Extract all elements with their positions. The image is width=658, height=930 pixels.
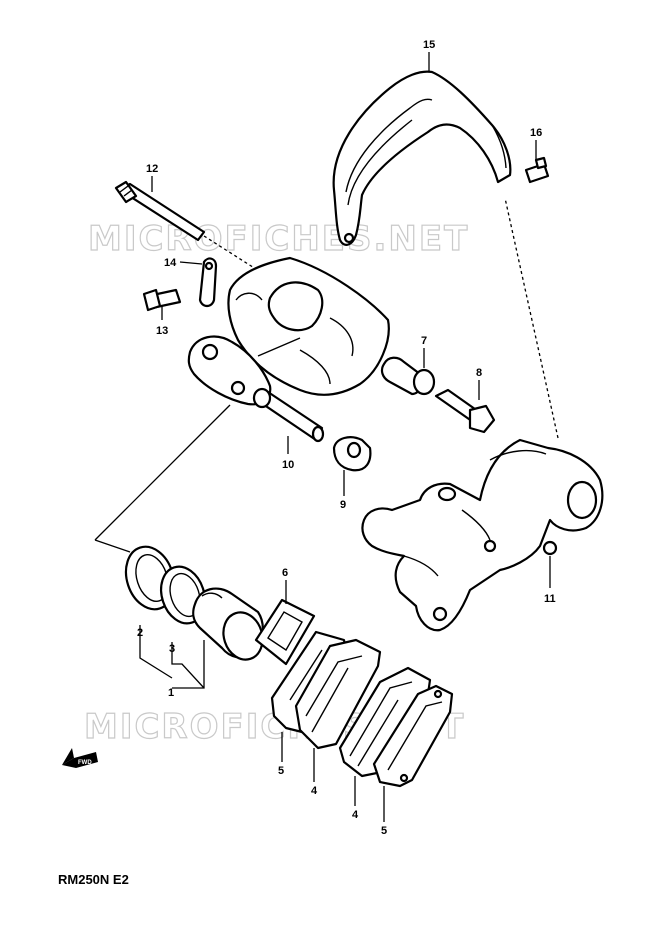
callout-13: 13	[156, 325, 168, 337]
callout-11: 11	[544, 593, 556, 605]
callout-16: 16	[530, 127, 542, 139]
callout-14: 14	[164, 257, 177, 269]
callout-5-right: 5	[381, 825, 387, 837]
bolt-part-16[interactable]	[524, 156, 550, 184]
bleeder-valve-part-13[interactable]	[142, 288, 182, 312]
caliper-guard-part-15[interactable]	[332, 70, 512, 246]
leader-lines	[94, 52, 551, 822]
callout-4-right: 4	[352, 809, 359, 821]
caliper-bracket-part-11[interactable]	[361, 438, 604, 632]
watermark-top: MICROFICHES.NET	[88, 219, 469, 259]
model-code: RM250N E2	[58, 872, 129, 887]
forward-label: FWD	[78, 760, 92, 766]
pin-part-12[interactable]	[114, 180, 206, 242]
callout-labels: 12 15 16 14 13 7 8 10 9 11 6 2 3 1 5 4 4…	[137, 39, 556, 837]
slide-pin-part-10[interactable]	[252, 387, 325, 443]
callout-3: 3	[169, 643, 175, 655]
caliper-body[interactable]	[187, 256, 390, 406]
callout-5-left: 5	[278, 765, 284, 777]
sleeve-part-7[interactable]	[380, 356, 436, 396]
callout-10: 10	[282, 459, 294, 471]
forward-direction-arrow-icon: FWD	[62, 748, 98, 768]
callout-6: 6	[282, 567, 288, 579]
boot-part-9[interactable]	[332, 436, 372, 472]
piston-part-1[interactable]	[192, 587, 268, 665]
bolt-part-8[interactable]	[434, 388, 496, 434]
callout-8: 8	[476, 367, 482, 379]
shim-part-5-right[interactable]	[372, 684, 454, 788]
callout-2: 2	[137, 627, 143, 639]
shim-part-6[interactable]	[254, 598, 316, 666]
callout-15: 15	[423, 39, 435, 51]
callout-7: 7	[421, 335, 427, 347]
callout-12: 12	[146, 163, 158, 175]
cap-part-14[interactable]	[198, 257, 218, 308]
callout-4-left: 4	[311, 785, 318, 797]
callout-9: 9	[340, 499, 346, 511]
callout-1: 1	[168, 687, 174, 699]
brake-pad-part-4-left[interactable]	[294, 638, 382, 750]
